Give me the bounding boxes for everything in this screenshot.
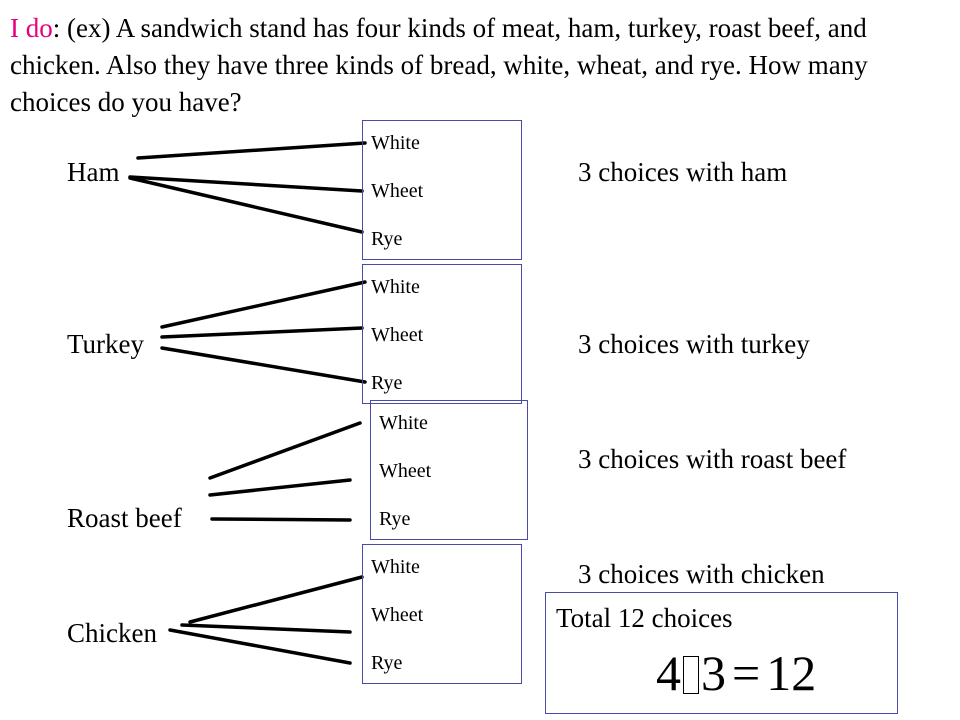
result-roast-beef: 3 choices with roast beef [578,444,847,474]
bread-options-roast-beef: White Wheet Rye [370,400,528,540]
equation-factor-a: 4 [656,645,681,701]
bread-option: Rye [379,508,411,530]
result-turkey: 3 choices with turkey [578,329,810,359]
bread-option: White [371,556,420,578]
equation-factor-b: 3 [701,645,726,701]
branch-chicken-rye [168,628,352,665]
bread-option: White [379,412,428,434]
branch-chicken-wheat [180,623,352,634]
bread-option: Wheet [371,324,424,346]
bread-option: Wheet [371,604,424,626]
bread-options-turkey: White Wheet Rye [362,264,522,404]
branch-roastbeef-white [208,421,362,480]
bread-option: Rye [371,372,403,394]
branch-roastbeef-rye [210,517,352,522]
bread-options-chicken: White Wheet Rye [362,544,522,684]
result-chicken: 3 choices with chicken [578,559,825,589]
problem-text: : (ex) A sandwich stand has four kinds o… [10,13,868,117]
meat-chicken: Chicken [67,618,157,648]
branch-roastbeef-wheat [208,478,352,497]
branch-ham-rye [128,176,364,234]
branch-ham-wheat [128,175,364,193]
bread-option: White [371,276,420,298]
problem-statement: I do: (ex) A sandwich stand has four kin… [10,10,950,121]
meat-roast-beef: Roast beef [67,503,182,533]
result-ham: 3 choices with ham [578,157,788,187]
branch-chicken-white [188,575,364,624]
equation-equals: = [732,645,761,701]
branch-ham-white [136,141,367,160]
meat-turkey: Turkey [67,329,145,359]
branch-turkey-white [160,280,367,329]
bread-option: Wheet [371,180,424,202]
problem-prefix: I do [10,13,53,43]
branch-turkey-rye [160,346,367,384]
branch-turkey-wheat [160,326,364,339]
total-label: Total 12 choices [556,603,733,633]
bread-options-ham: White Wheet Rye [362,120,522,260]
meat-ham: Ham [67,157,120,187]
multiply-symbol-box [683,656,699,694]
bread-option: Rye [371,228,403,250]
bread-option: Rye [371,652,403,674]
equation-result: 12 [766,645,817,701]
bread-option: White [371,132,420,154]
bread-option: Wheet [379,460,432,482]
